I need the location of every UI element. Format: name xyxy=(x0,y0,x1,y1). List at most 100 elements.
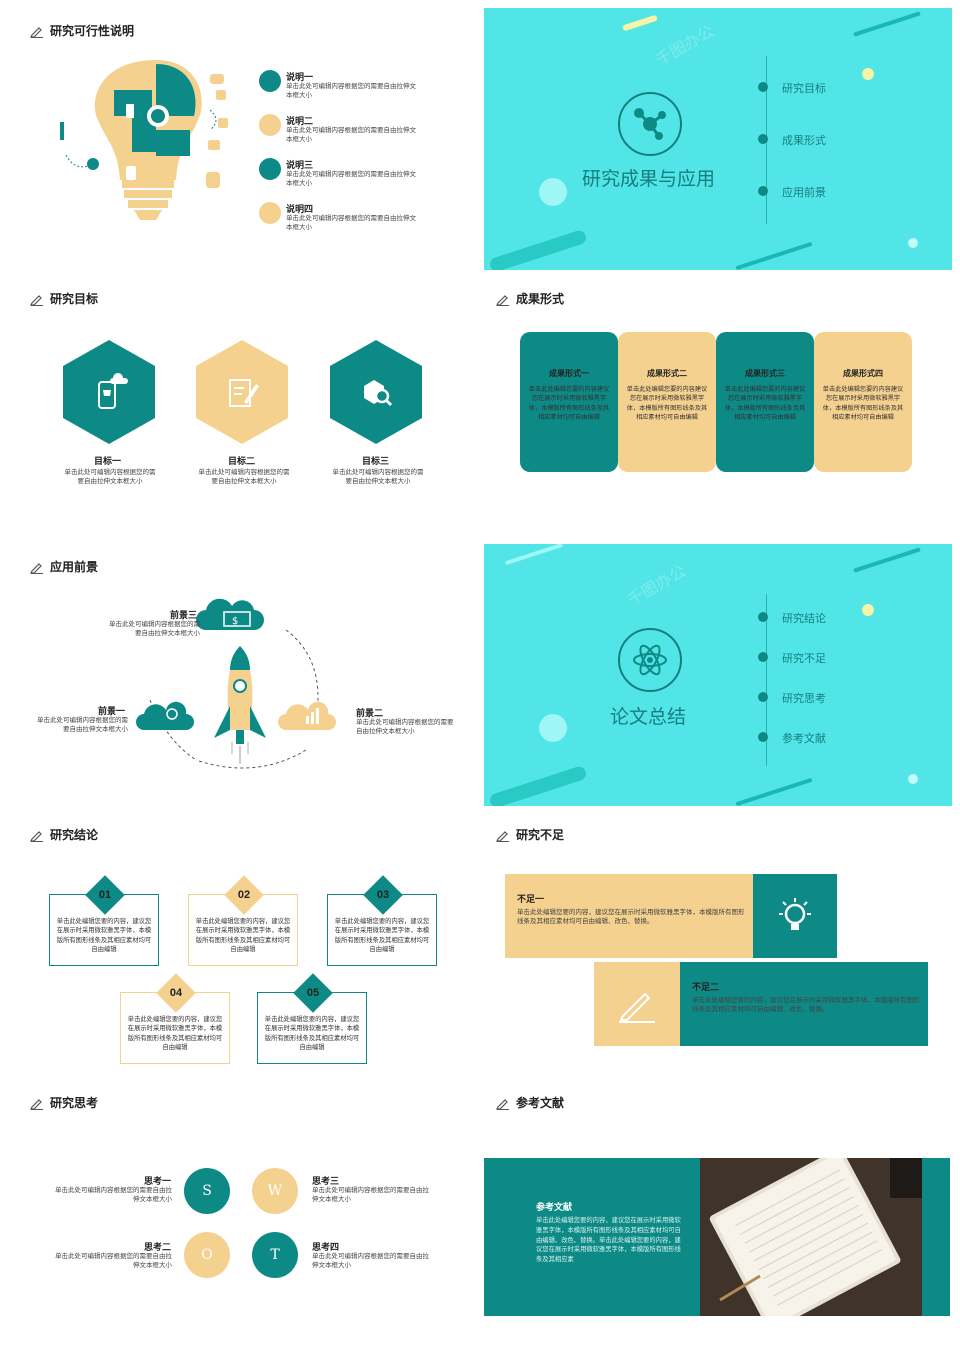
decor-stroke xyxy=(504,544,564,566)
pencil-icon xyxy=(30,1098,43,1110)
prospect-text: 单击此处可编辑内容根据您的需要自由拉伸文本框大小 xyxy=(109,621,200,638)
shortcoming-panel: 不足二 单击此处编辑您要的内容，建议您在展示时采用微软雅黑字体，本模版所有图形线… xyxy=(680,962,928,1046)
item-text: 单击此处可编辑内容根据您的需要自由拉伸文本框大小 xyxy=(286,83,416,100)
card-label: 成果形式一 xyxy=(549,369,589,378)
conclusion-box: 05 单击此处编辑您要的内容，建议您在展示时采用微软雅黑字体，本模版所有图形线条… xyxy=(257,973,367,1064)
bullet-dot xyxy=(259,158,281,180)
slide-references[interactable]: 参考文献 参考文献 单击此处编辑您要的内容，建议您在展示时采用微软雅黑字体，本模… xyxy=(484,1080,952,1342)
atom-icon xyxy=(633,644,667,676)
swot-circle: O xyxy=(184,1232,230,1278)
decor-stroke xyxy=(853,11,921,37)
section-title: 论文总结 xyxy=(610,707,687,728)
slide-title: 研究可行性说明 xyxy=(30,22,134,39)
item-text: 单击此处可编辑内容根据您的需要自由拉伸文本框大小 xyxy=(286,215,416,232)
slide-section-results[interactable]: 研究成果与应用 千图办公 研究目标 成果形式 应用前景 xyxy=(484,8,952,270)
rocket-cycle-illustration: $ xyxy=(136,598,336,769)
box-number: 02 xyxy=(237,888,251,901)
card-label: 成果形式四 xyxy=(843,369,883,378)
section-icon-circle xyxy=(618,92,682,156)
slide-title: 研究结论 xyxy=(30,826,98,843)
notebook-photo xyxy=(700,1158,922,1316)
card-text: 单击此处编辑您要的内容建议您在展示时采用微软雅黑字体，本模版所有图形线条及其相应… xyxy=(528,386,610,421)
decor-circle xyxy=(539,714,567,742)
item-text: 单击此处可编辑内容根据您的需要自由拉伸文本框大小 xyxy=(286,171,416,188)
box-text: 单击此处编辑您要的内容，建议您在展示时采用微软雅黑字体，本模版所有图形线条及其相… xyxy=(264,1016,360,1052)
decor-circle xyxy=(862,604,874,616)
bullet-dot xyxy=(259,70,281,92)
decor-stroke xyxy=(621,14,659,32)
thinking-label: 思考四 xyxy=(312,1242,340,1252)
slide-research-thinking[interactable]: 研究思考 S W O T 思考一 单击此处可编辑内容根据您的需要自由拉伸文本框大… xyxy=(8,1080,476,1342)
menu-bullet xyxy=(758,652,768,662)
thinking-text: 单击此处可编辑内容根据您的需要自由拉伸文本框大小 xyxy=(55,1253,172,1270)
menu-item[interactable]: 研究思考 xyxy=(782,693,826,705)
slide-research-goals[interactable]: 研究目标 目标一 单击此处可编辑内容根据您的需要自由拉伸文本框大小 目标二 单击… xyxy=(8,276,476,538)
card-label: 成果形式三 xyxy=(745,369,785,378)
slide-research-conclusion[interactable]: 研究结论 01 单击此处编辑您要的内容，建议您在展示时采用微软雅黑字体，本模版所… xyxy=(8,812,476,1074)
references-text: 单击此处编辑您要的内容，建议您在展示时采用微软雅黑字体，本模版所有图形线条及其相… xyxy=(536,1217,681,1263)
slide-title: 参考文献 xyxy=(496,1094,564,1111)
menu-item[interactable]: 研究目标 xyxy=(782,83,826,95)
card-text: 单击此处编辑您要的内容建议您在展示时采用微软雅黑字体，本模版所有图形线条及其相应… xyxy=(822,386,904,421)
menu-bullet xyxy=(758,692,768,702)
item-label: 说明四 xyxy=(286,204,314,214)
item-label: 说明三 xyxy=(286,160,314,170)
swot-circle: W xyxy=(252,1168,298,1214)
watermark: 千图办公 xyxy=(653,22,718,70)
menu-item[interactable]: 成果形式 xyxy=(782,135,826,147)
document-edit-icon xyxy=(229,379,259,407)
slide-title: 研究目标 xyxy=(30,290,98,307)
menu-item[interactable]: 研究不足 xyxy=(782,653,826,665)
pencil-icon xyxy=(496,830,509,842)
menu-item[interactable]: 参考文献 xyxy=(782,733,826,745)
goal-label: 目标一 xyxy=(94,456,122,466)
decor-stroke xyxy=(735,777,813,806)
shortcoming-text: 单击此处编辑您要的内容，建议您在展示时采用微软雅黑字体，本模版所有图形线条及其相… xyxy=(517,909,745,926)
result-card: 成果形式四 单击此处编辑您要的内容建议您在展示时采用微软雅黑字体，本模版所有图形… xyxy=(814,332,912,472)
thinking-label: 思考三 xyxy=(312,1176,340,1186)
slide-result-forms[interactable]: 成果形式 成果形式一 单击此处编辑您要的内容建议您在展示时采用微软雅黑字体，本模… xyxy=(484,276,952,538)
card-text: 单击此处编辑您要的内容建议您在展示时采用微软雅黑字体，本模版所有图形线条及其相应… xyxy=(626,386,708,421)
slide-section-summary[interactable]: 论文总结 千图办公 研究结论 研究不足 研究思考 参考文献 xyxy=(484,544,952,806)
svg-text:$: $ xyxy=(232,616,238,627)
menu-bullet xyxy=(758,612,768,622)
card-text: 单击此处编辑您要的内容建议您在展示时采用微软雅黑字体，本模版所有图形线条及其相应… xyxy=(724,386,806,421)
lightbulb-icon xyxy=(779,898,811,930)
pencil-icon xyxy=(30,830,43,842)
goal-hexagon xyxy=(196,340,288,444)
thinking-text: 单击此处可编辑内容根据您的需要自由拉伸文本框大小 xyxy=(312,1187,429,1204)
decor-circle xyxy=(862,68,874,80)
menu-item[interactable]: 研究结论 xyxy=(782,613,826,625)
shortcoming-icon-panel xyxy=(594,962,680,1046)
shortcoming-text: 单击此处编辑您要的内容，建议您在展示时采用微软雅黑字体，本模版所有图形线条及其相… xyxy=(692,997,920,1014)
slide-feasibility[interactable]: 研究可行性说明 说明一 单击此处可编辑内容根据您的需要自由拉伸文本框大小 说明二… xyxy=(8,8,476,270)
prospect-label: 前景一 xyxy=(98,706,126,716)
thinking-text: 单击此处可编辑内容根据您的需要自由拉伸文本框大小 xyxy=(55,1187,172,1204)
shortcoming-label: 不足二 xyxy=(692,982,720,992)
goal-text: 单击此处可编辑内容根据您的需要自由拉伸文本框大小 xyxy=(198,469,290,486)
shortcoming-panel: 不足一 单击此处编辑您要的内容，建议您在展示时采用微软雅黑字体，本模版所有图形线… xyxy=(505,874,753,958)
pencil-icon xyxy=(496,1098,509,1110)
section-title: 研究成果与应用 xyxy=(582,169,716,190)
thinking-text: 单击此处可编辑内容根据您的需要自由拉伸文本框大小 xyxy=(312,1253,429,1270)
thinking-label: 思考二 xyxy=(144,1242,172,1252)
box-number: 05 xyxy=(306,986,320,999)
menu-item[interactable]: 应用前景 xyxy=(782,187,826,199)
conclusion-box: 01 单击此处编辑您要的内容，建议您在展示时采用微软雅黑字体，本模版所有图形线条… xyxy=(49,875,159,966)
bullet-dot xyxy=(259,114,281,136)
decor-circle xyxy=(908,774,918,784)
conclusion-box: 04 单击此处编辑您要的内容，建议您在展示时采用微软雅黑字体，本模版所有图形线条… xyxy=(120,973,230,1064)
item-label: 说明二 xyxy=(286,116,314,126)
pencil-icon xyxy=(30,294,43,306)
lightbulb-puzzle-illustration xyxy=(60,60,228,220)
decor-stroke xyxy=(488,228,588,270)
slide-research-shortcomings[interactable]: 研究不足 不足一 单击此处编辑您要的内容，建议您在展示时采用微软雅黑字体，本模版… xyxy=(484,812,952,1074)
watermark: 千图办公 xyxy=(625,562,690,610)
goal-label: 目标三 xyxy=(362,456,390,466)
slide-title: 研究不足 xyxy=(496,826,564,843)
result-card: 成果形式一 单击此处编辑您要的内容建议您在展示时采用微软雅黑字体，本模版所有图形… xyxy=(520,332,618,472)
prospect-label: 前景三 xyxy=(170,610,198,620)
decor-stroke xyxy=(488,764,588,806)
slide-application-prospects[interactable]: 应用前景 $ 前景三 单击此处可编辑内容根据您的需要自由拉伸文本框大小 前景一 … xyxy=(8,544,476,806)
result-card: 成果形式二 单击此处编辑您要的内容建议您在展示时采用微软雅黑字体，本模版所有图形… xyxy=(618,332,716,472)
